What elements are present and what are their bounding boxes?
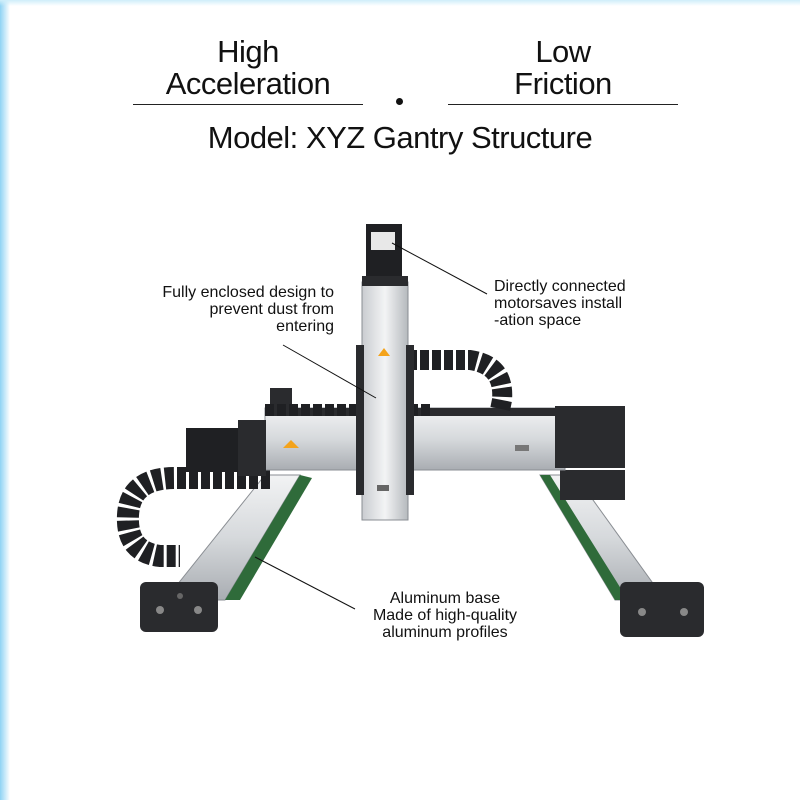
callout-dust-line3: entering — [276, 318, 334, 335]
feature-left-underline — [133, 104, 363, 105]
callout-dust-line1: Fully enclosed design to — [162, 284, 334, 301]
warning-label-icon — [283, 440, 299, 448]
leader-dust — [282, 344, 377, 399]
z-axis-column — [356, 281, 414, 521]
callout-aluminum-base: Aluminum base Made of high-quality alumi… — [350, 590, 540, 641]
feature-high-acceleration: High Acceleration — [133, 36, 363, 105]
feature-left-line2: Acceleration — [165, 66, 331, 101]
top-edge-glow — [0, 0, 800, 6]
model-title: Model: XYZ Gantry Structure — [207, 120, 593, 155]
top-drag-chain — [408, 350, 513, 412]
callout-dust-line2: prevent dust from — [209, 301, 335, 318]
separator-dot — [396, 98, 403, 105]
motor-icon — [186, 388, 292, 476]
left-base-rail — [140, 474, 312, 632]
callout-base-line3: aluminum profiles — [382, 624, 508, 641]
drag-chain-icon — [116, 467, 270, 567]
z-motor — [362, 224, 408, 286]
feature-right-underline — [448, 104, 678, 105]
callout-dust-protection: Fully enclosed design to prevent dust fr… — [120, 284, 334, 335]
feature-right-line1: Low — [535, 34, 591, 69]
leader-motor — [391, 242, 488, 295]
callout-base-line1: Aluminum base — [389, 590, 501, 607]
callout-motor-line1: Directly connected — [494, 278, 626, 295]
right-base-endplate — [620, 582, 704, 637]
callout-motor-line3: -ation space — [494, 312, 582, 329]
feature-left-line1: High — [217, 34, 279, 69]
left-edge-glow — [0, 0, 10, 800]
right-base-rail — [539, 470, 704, 637]
callout-direct-motor: Directly connected motorsaves install -a… — [494, 278, 694, 329]
warning-label-icon — [378, 348, 390, 356]
callout-base-line2: Made of high-quality — [372, 607, 518, 624]
feature-right-line2: Friction — [514, 66, 612, 101]
callout-motor-line2: motorsaves install — [494, 295, 623, 312]
left-base-endplate — [140, 582, 218, 632]
leader-base — [254, 556, 356, 610]
feature-low-friction: Low Friction — [448, 36, 678, 105]
